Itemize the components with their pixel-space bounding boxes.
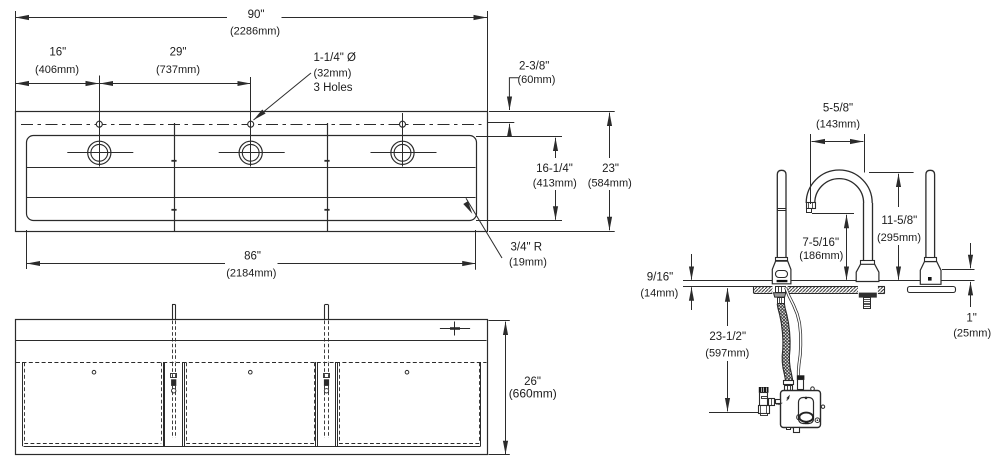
svg-text:(597mm): (597mm): [705, 348, 749, 360]
svg-text:(295mm): (295mm): [877, 232, 921, 244]
svg-text:16-1/4": 16-1/4": [536, 163, 573, 175]
svg-text:86": 86": [244, 251, 261, 263]
svg-text:2-3/8": 2-3/8": [519, 60, 549, 72]
svg-text:(32mm): (32mm): [314, 68, 352, 80]
svg-text:26": 26": [524, 376, 541, 388]
svg-text:5-5/8": 5-5/8": [823, 103, 853, 115]
svg-text:(25mm): (25mm): [953, 327, 991, 339]
svg-text:29": 29": [170, 47, 187, 59]
svg-text:3/4" R: 3/4" R: [511, 242, 543, 254]
svg-text:(2286mm): (2286mm): [230, 26, 280, 38]
svg-text:(143mm): (143mm): [816, 119, 860, 131]
svg-text:(413mm): (413mm): [533, 177, 577, 189]
svg-text:1-1/4" Ø: 1-1/4" Ø: [314, 52, 356, 64]
svg-text:(186mm): (186mm): [799, 250, 843, 262]
svg-text:3 Holes: 3 Holes: [314, 82, 353, 94]
svg-text:90": 90": [248, 9, 265, 21]
svg-text:23": 23": [602, 163, 619, 175]
svg-text:23-1/2": 23-1/2": [709, 331, 746, 343]
svg-text:(737mm): (737mm): [156, 64, 200, 76]
svg-text:11-5/8": 11-5/8": [881, 215, 917, 227]
svg-text:1": 1": [966, 313, 976, 325]
svg-text:(660mm): (660mm): [509, 387, 557, 401]
svg-text:(2184mm): (2184mm): [226, 268, 276, 280]
svg-text:16": 16": [49, 47, 66, 59]
svg-text:(14mm): (14mm): [640, 287, 678, 299]
svg-text:(19mm): (19mm): [509, 257, 547, 269]
svg-text:9/16": 9/16": [647, 272, 673, 284]
svg-text:(406mm): (406mm): [35, 64, 79, 76]
svg-text:7-5/16": 7-5/16": [802, 237, 839, 249]
svg-text:(584mm): (584mm): [588, 177, 632, 189]
svg-text:(60mm): (60mm): [518, 74, 556, 86]
